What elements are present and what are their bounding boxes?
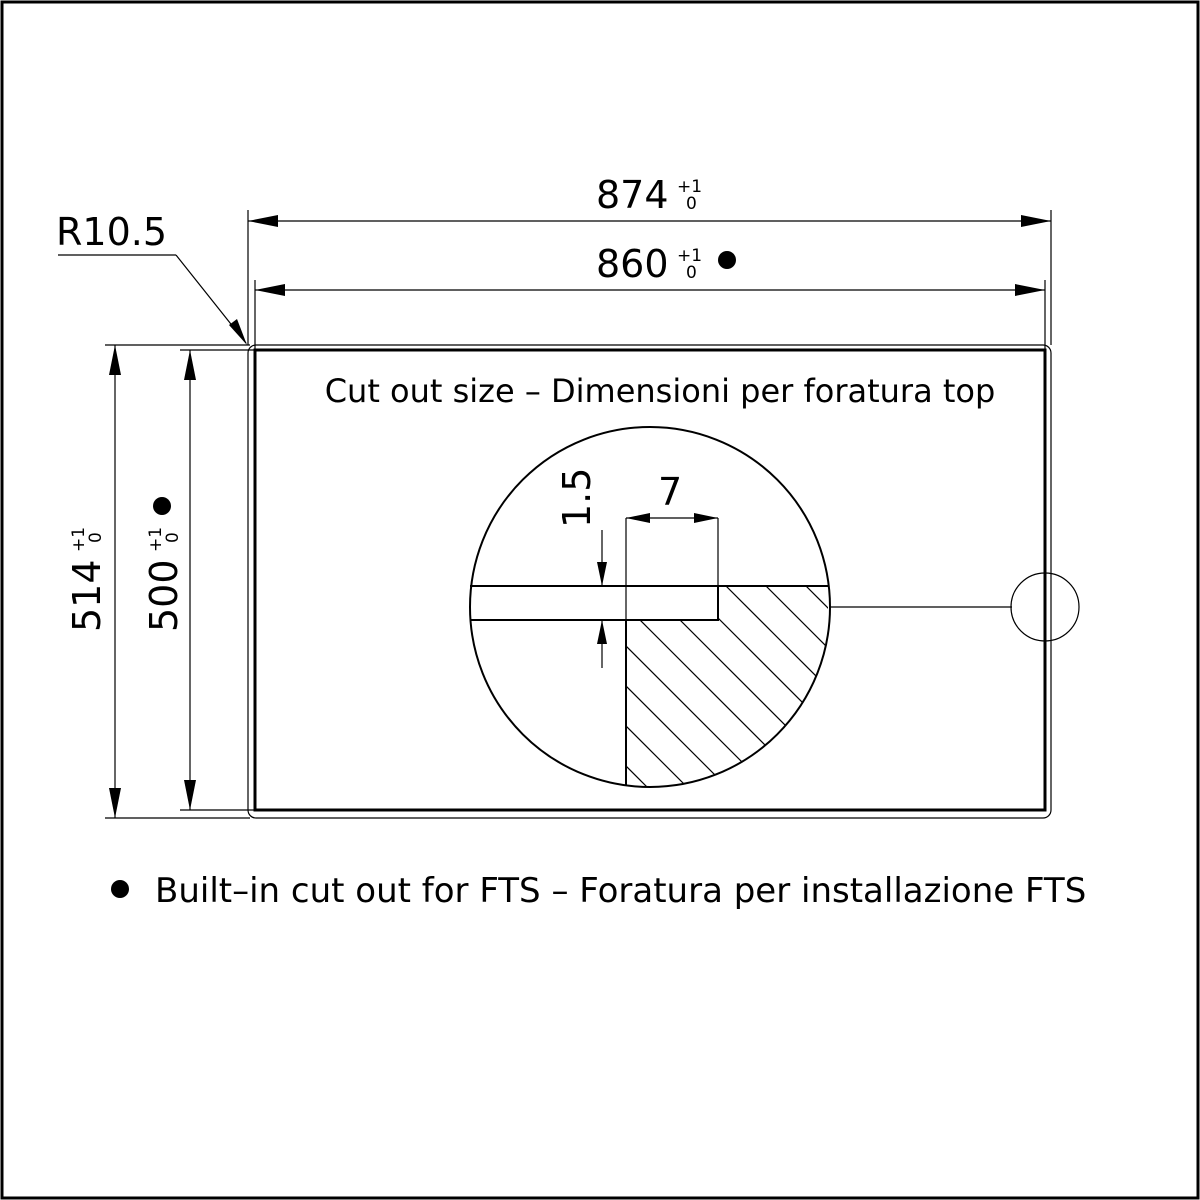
height-outer-tol-upper: +1 (69, 527, 89, 552)
height-outer-dimension: 514 +1 0 (65, 344, 250, 819)
legend-text: Built–in cut out for FTS – Foratura per … (155, 871, 1086, 911)
legend: Built–in cut out for FTS – Foratura per … (111, 871, 1086, 911)
cutout-outer-outline (247, 344, 1052, 819)
width-inner-tol-lower: 0 (686, 263, 697, 283)
detail-width-label: 7 (658, 470, 682, 514)
cutout-inner-outline (253, 348, 1047, 812)
height-inner-dimension: 500 +1 0 (142, 349, 255, 811)
height-outer-tol-lower: 0 (86, 532, 106, 543)
fts-marker-dot-vertical (153, 497, 171, 515)
cutout-title: Cut out size – Dimensioni per foratura t… (325, 372, 996, 410)
detail-view: 7 1.5 (469, 426, 831, 788)
width-inner-value: 860 (596, 242, 669, 286)
radius-label: R10.5 (56, 210, 167, 254)
width-outer-dimension: 874 +1 0 (247, 173, 1052, 345)
width-outer-tol-upper: +1 (677, 177, 702, 197)
height-inner-tol-lower: 0 (163, 532, 183, 543)
width-inner-tol-upper: +1 (677, 246, 702, 266)
legend-bullet-dot (111, 880, 129, 898)
height-outer-value: 514 (65, 559, 109, 632)
height-inner-tol-upper: +1 (146, 527, 166, 552)
detail-callout (830, 572, 1080, 642)
detail-thickness-label: 1.5 (555, 468, 599, 528)
height-inner-value: 500 (142, 559, 186, 632)
width-outer-value: 874 (596, 173, 669, 217)
radius-callout: R10.5 (56, 210, 247, 345)
width-inner-dimension: 860 +1 0 (254, 242, 1046, 350)
width-outer-tol-lower: 0 (686, 194, 697, 214)
fts-marker-dot (718, 251, 736, 269)
